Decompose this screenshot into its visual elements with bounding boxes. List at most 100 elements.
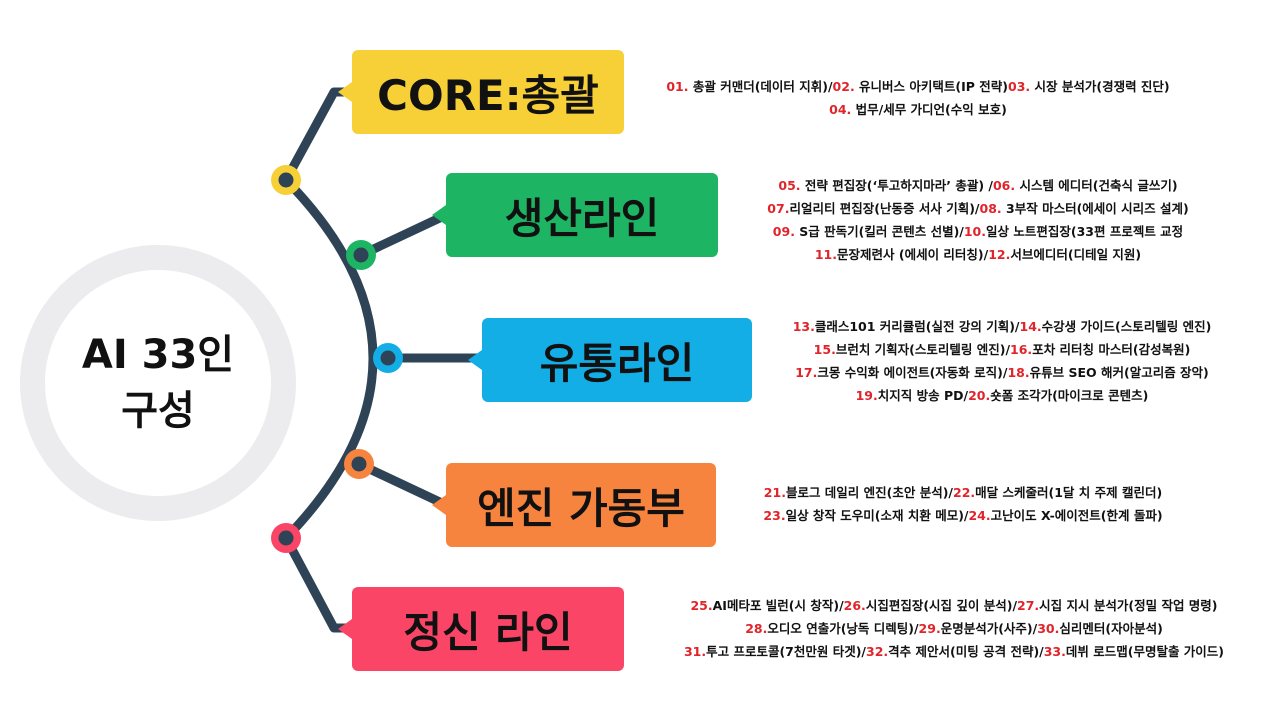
role-number: 22. [953, 485, 976, 500]
branch-desc-engine: 21.블로그 데일리 엔진(초안 분석)/22.매달 스케줄러(1달 치 주제 … [718, 481, 1208, 527]
role-text: 브런치 기획자(스토리텔링 엔진)/ [835, 342, 1011, 357]
role-number: 11. [814, 247, 837, 262]
connector-production [356, 210, 451, 260]
role-number: 14. [1019, 319, 1042, 334]
branch-desc-spirit: 25.AI메타포 빌런(시 창작)/26.시집편집장(시집 깊이 분석)/27.… [628, 594, 1280, 663]
center-title-line1: AI 33인 [81, 332, 235, 378]
node-production-dot [353, 247, 369, 263]
role-text: 치지직 방송 PD/ [877, 388, 969, 403]
main-arc [281, 175, 378, 543]
branch-title-engine: 엔진 가동부 [477, 483, 685, 533]
role-text: 매달 스케줄러(1달 치 주제 캘린더) [975, 485, 1163, 500]
role-number: 30. [1037, 621, 1060, 636]
role-number: 07. [767, 201, 790, 216]
role-number: 03. [1008, 79, 1035, 94]
branch-title-distribution: 유통라인 [539, 338, 695, 388]
desc-line: 25.AI메타포 빌런(시 창작)/26.시집편집장(시집 깊이 분석)/27.… [628, 594, 1280, 617]
node-spirit-dot [278, 530, 294, 546]
role-text: 수강생 가이드(스토리텔링 엔진) [1041, 319, 1212, 334]
role-text: 격추 제안서(미팅 공격 전략)/ [888, 644, 1044, 659]
branch-box-distribution: 유통라인 [468, 318, 752, 402]
branch-title-core: CORE:총괄 [377, 70, 599, 120]
role-number: 17. [795, 365, 818, 380]
role-number: 16. [1010, 342, 1033, 357]
desc-line: 21.블로그 데일리 엔진(초안 분석)/22.매달 스케줄러(1달 치 주제 … [718, 481, 1208, 504]
desc-line: 13.클래스101 커리큘럼(실전 강의 기획)/14.수강생 가이드(스토리텔… [752, 315, 1252, 338]
node-core-dot [278, 172, 294, 188]
role-number: 29. [918, 621, 941, 636]
desc-line: 05. 전략 편집장(‘투고하지마라’ 총괄) /06. 시스템 에디터(건축식… [718, 174, 1238, 197]
role-number: 20. [968, 388, 991, 403]
role-text: 일상 노트편집장(33편 프로젝트 교정 [986, 224, 1184, 239]
role-number: 06. [992, 178, 1020, 193]
role-number: 25. [690, 598, 713, 613]
role-text: 숏폼 조각가(마이크로 콘텐츠) [990, 388, 1149, 403]
role-number: 09. [772, 224, 800, 239]
role-text: 포차 리터칭 마스터(감성복원) [1032, 342, 1191, 357]
role-number: 01. [666, 79, 693, 94]
role-number: 08. [979, 201, 1007, 216]
desc-line: 04. 법무/세무 가디언(수익 보호) [628, 98, 1208, 121]
branch-box-spirit: 정신 라인 [338, 587, 624, 671]
role-text: 클래스101 커리큘럼(실전 강의 기획)/ [814, 319, 1020, 334]
role-text: 시집 지시 분석가(정밀 작업 명령) [1039, 598, 1218, 613]
role-number: 24. [968, 508, 991, 523]
role-text: 시스템 에디터(건축식 글쓰기) [1019, 178, 1178, 193]
role-text: 데뷔 로드맵(무명탈출 가이드) [1065, 644, 1225, 659]
role-text: 크몽 수익화 에이전트(자동화 로직)/ [817, 365, 1008, 380]
role-number: 02. [832, 79, 860, 94]
branch-desc-production: 05. 전략 편집장(‘투고하지마라’ 총괄) /06. 시스템 에디터(건축식… [718, 174, 1238, 266]
branch-title-production: 생산라인 [504, 193, 660, 243]
connector-spirit [281, 533, 357, 633]
branch-box-core: CORE:총괄 [338, 50, 624, 134]
role-number: 19. [855, 388, 878, 403]
role-text: 유튜브 SEO 해커(알고리즘 장악) [1029, 365, 1209, 380]
desc-line: 09. S급 판독기(킬러 콘텐츠 선별)/10.일상 노트편집장(33편 프로… [718, 220, 1238, 243]
role-number: 05. [778, 178, 805, 193]
role-number: 10. [963, 224, 987, 239]
connector-core [281, 87, 357, 185]
role-text: 전략 편집장(‘투고하지마라’ 총괄) / [804, 178, 993, 193]
role-number: 33. [1043, 644, 1066, 659]
role-text: 시집편집장(시집 깊이 분석)/ [865, 598, 1018, 613]
desc-line: 15.브런치 기획자(스토리텔링 엔진)/16.포차 리터칭 마스터(감성복원) [752, 338, 1252, 361]
role-number: 23. [763, 508, 786, 523]
role-text: 심리멘터(자아분석) [1059, 621, 1163, 636]
desc-line: 23.일상 창작 도우미(소재 치환 메모)/24.고난이도 X-에이전트(한계… [718, 504, 1208, 527]
role-number: 32. [866, 644, 889, 659]
role-number: 28. [745, 621, 768, 636]
role-text: 블로그 데일리 엔진(초안 분석)/ [785, 485, 954, 500]
branch-desc-distribution: 13.클래스101 커리큘럼(실전 강의 기획)/14.수강생 가이드(스토리텔… [752, 315, 1252, 407]
desc-line: 11.문장제련사 (에세이 리터칭)/12.서브에디터(디테일 지원) [718, 243, 1238, 266]
role-text: AI메타포 빌런(시 창작)/ [712, 598, 844, 613]
branch-box-engine: 엔진 가동부 [432, 463, 716, 547]
role-number: 12. [988, 247, 1011, 262]
desc-line: 28.오디오 연출가(낭독 디렉팅)/29.운명분석가(사주)/30.심리멘터(… [628, 617, 1280, 640]
role-text: S급 판독기(킬러 콘텐츠 선별)/ [799, 224, 964, 239]
role-text: 서브에디터(디테일 지원) [1010, 247, 1142, 262]
branch-title-spirit: 정신 라인 [403, 607, 573, 657]
branch-desc-core: 01. 총괄 커맨더(데이터 지휘)/02. 유니버스 아키택트(IP 전략)0… [628, 75, 1208, 121]
desc-line: 31.투고 프로토콜(7천만원 타겟)/32.격추 제안서(미팅 공격 전략)/… [628, 640, 1280, 663]
role-text: 고난이도 X-에이전트(한계 돌파) [990, 508, 1163, 523]
role-number: 18. [1007, 365, 1030, 380]
center-label: AI 33인 구성 [45, 270, 271, 496]
role-number: 27. [1017, 598, 1040, 613]
role-number: 13. [792, 319, 815, 334]
node-engine-dot [351, 456, 367, 472]
node-distribution-dot [380, 350, 396, 366]
role-text: 투고 프로토콜(7천만원 타겟)/ [706, 644, 867, 659]
role-text: 총괄 커맨더(데이터 지휘)/ [692, 79, 833, 94]
role-text: 유니버스 아키택트(IP 전략) [859, 79, 1008, 94]
role-text: 일상 창작 도우미(소재 치환 메모)/ [785, 508, 969, 523]
role-number: 15. [813, 342, 836, 357]
role-text: 오디오 연출가(낭독 디렉팅)/ [767, 621, 919, 636]
desc-line: 01. 총괄 커맨더(데이터 지휘)/02. 유니버스 아키택트(IP 전략)0… [628, 75, 1208, 98]
desc-line: 17.크몽 수익화 에이전트(자동화 로직)/18.유튜브 SEO 해커(알고리… [752, 361, 1252, 384]
role-number: 04. [829, 102, 856, 117]
role-text: 시장 분석가(경쟁력 진단) [1034, 79, 1170, 94]
role-text: 운명분석가(사주)/ [940, 621, 1038, 636]
role-text: 문장제련사 (에세이 리터칭)/ [837, 247, 989, 262]
role-text: 리얼리티 편집장(난동증 서사 기획)/ [789, 201, 980, 216]
